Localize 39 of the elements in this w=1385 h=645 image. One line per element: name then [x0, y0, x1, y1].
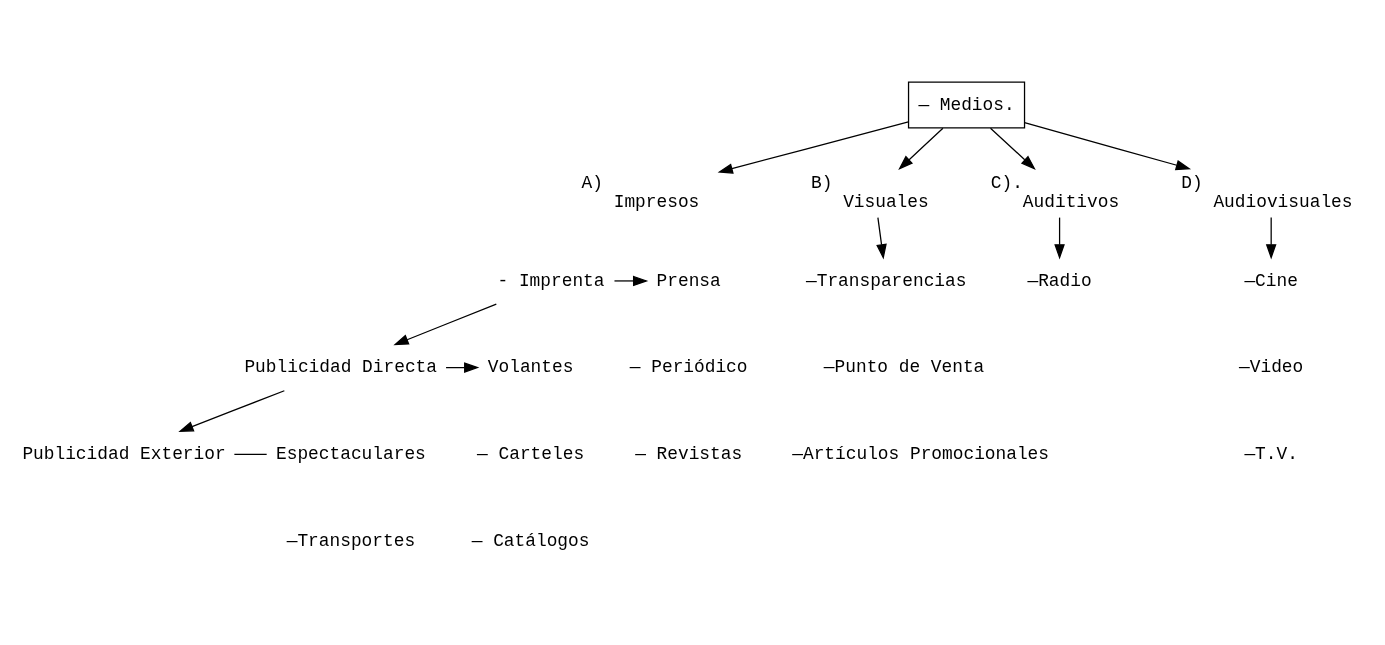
label: — Revistas	[635, 443, 743, 464]
label: —T.V.	[1244, 443, 1298, 464]
arrow	[876, 216, 887, 259]
arrow	[178, 389, 285, 432]
node-text: Audiovisuales	[1213, 191, 1353, 212]
node-text: Espectaculares	[276, 443, 426, 464]
node-box: — Medios.	[907, 80, 1026, 129]
arrow	[1054, 216, 1065, 259]
node-label: D)	[1181, 172, 1203, 193]
connector	[233, 453, 268, 455]
node-text: Publicidad Directa	[244, 356, 437, 377]
label: —Punto de Venta	[823, 356, 985, 377]
node-label: A)	[581, 172, 604, 193]
node-text: - Imprenta	[497, 270, 605, 291]
node-text: Impresos	[613, 191, 700, 212]
node-text: Auditivos	[1022, 191, 1120, 212]
node-text: Prensa	[656, 270, 721, 291]
arrow	[898, 127, 944, 170]
node-text: Volantes	[487, 356, 574, 377]
arrow	[445, 361, 480, 373]
node-label: B)	[811, 172, 833, 193]
arrow	[1265, 216, 1277, 259]
node-text: Visuales	[843, 191, 929, 212]
label: —Video	[1239, 356, 1304, 377]
arrow	[393, 302, 497, 345]
node-text: —Cine	[1244, 270, 1298, 291]
node-label: C).	[990, 172, 1023, 193]
arrow	[1023, 121, 1192, 170]
label: — Carteles	[477, 443, 585, 464]
arrow	[989, 127, 1036, 170]
node-text: —Transparencias	[806, 270, 967, 291]
label: —Artículos Promocionales	[792, 443, 1050, 464]
label: — Periódico	[629, 356, 748, 377]
label: —Transportes	[286, 530, 416, 551]
arrow	[613, 275, 649, 286]
node-text: —Radio	[1027, 270, 1092, 291]
node-text: Publicidad Exterior	[22, 443, 226, 464]
label: — Catálogos	[471, 530, 590, 551]
arrow	[717, 120, 909, 174]
